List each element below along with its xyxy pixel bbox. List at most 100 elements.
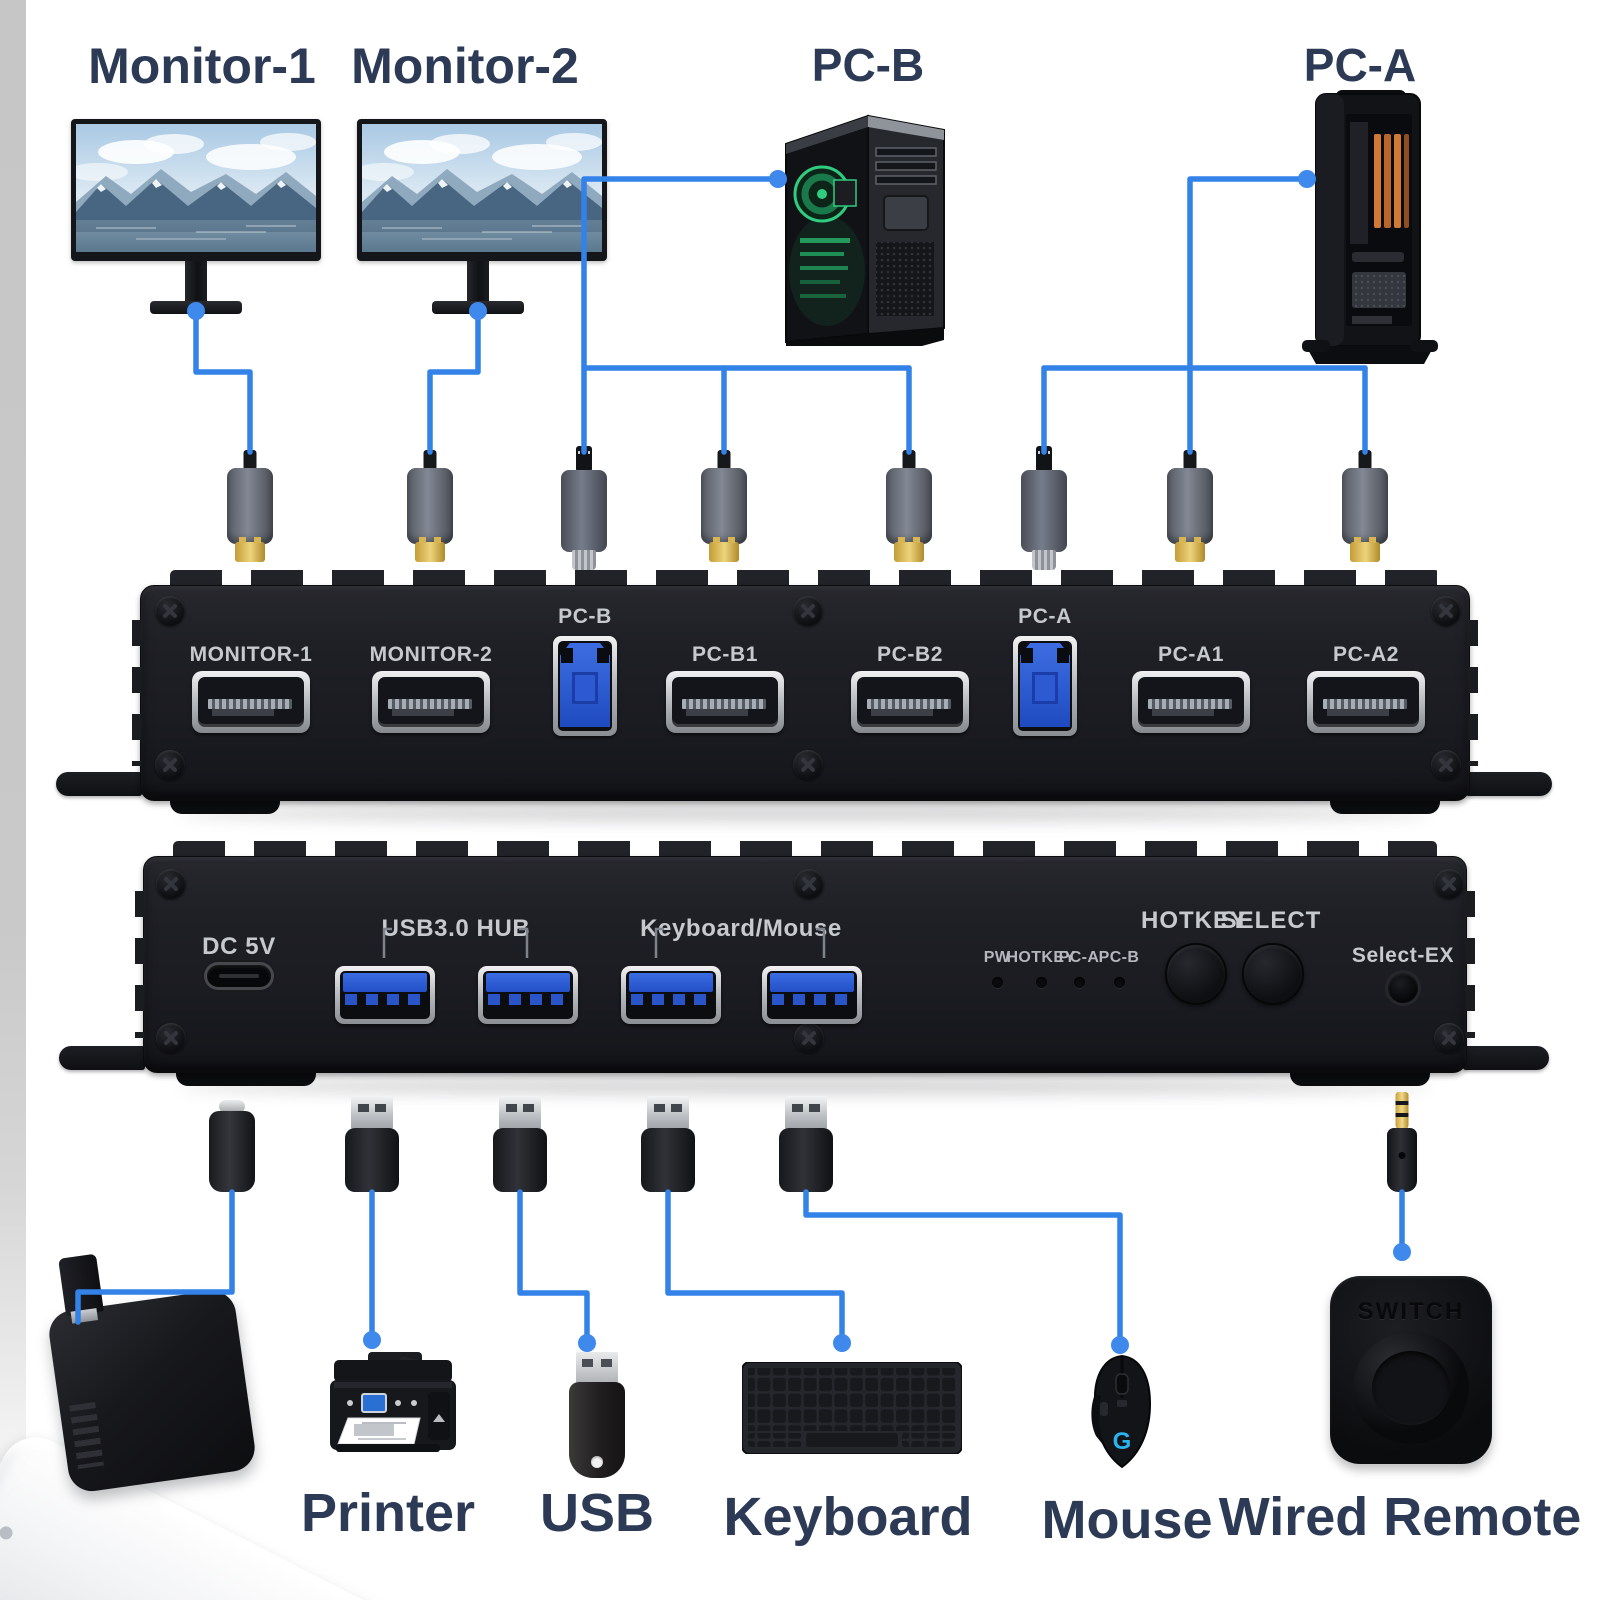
screw-icon: [155, 596, 185, 626]
screw-icon: [793, 596, 823, 626]
led-label-hotkey: HOTKEY: [1006, 949, 1076, 966]
usb-drive-body: [569, 1382, 625, 1478]
screw-icon: [794, 869, 824, 899]
screw-icon: [794, 1023, 824, 1053]
screw-icon: [1434, 1023, 1464, 1053]
usb-label: USB: [539, 1483, 655, 1543]
power-adapter-usb-plug: [58, 1253, 104, 1317]
port-label-pc-a1: PC-A1: [1157, 643, 1225, 666]
mounting-ear: [1466, 772, 1552, 796]
line-mouse: [803, 1189, 1123, 1343]
usb-b-port-pc-b: [553, 636, 617, 736]
connection-dot: [578, 1334, 596, 1352]
monitor-2-label: Monitor-2: [351, 38, 579, 94]
displayport-port-monitor-1: [192, 671, 310, 733]
connection-dot: [833, 1334, 851, 1352]
screw-icon: [156, 869, 186, 899]
usb-hub-group-label: USB3.0 HUB: [381, 915, 531, 942]
pc-b-tower-image: [785, 114, 945, 346]
led-label-pc-b: PC-B: [1098, 949, 1140, 966]
port-label-pc-a: PC-A: [1018, 605, 1072, 628]
line-pcb-to-kvm: [581, 176, 781, 455]
usb-b-port-pc-a: [1013, 636, 1077, 736]
heatsink-fins-top: [170, 570, 1440, 585]
heatsink-fins-left: [135, 891, 144, 1038]
wired-remote-image: SWITCH: [1330, 1276, 1492, 1464]
displayport-port-pc-b2: [851, 671, 969, 733]
led-label-pc-a: PC-A: [1058, 949, 1100, 966]
rubber-foot: [176, 1071, 316, 1086]
displayport-port-pc-a1: [1132, 671, 1250, 733]
power-led: [992, 977, 1003, 988]
rubber-foot: [170, 799, 280, 814]
heatsink-fins-top: [173, 841, 1437, 856]
connection-dot: [1111, 1336, 1129, 1354]
monitor-1-label: Monitor-1: [88, 38, 316, 94]
hotkey-button: [1165, 943, 1227, 1005]
gaming-mouse-image: G: [1091, 1354, 1152, 1469]
line-monitor2-to-kvm: [427, 308, 481, 455]
monitor-2-base: [432, 301, 524, 314]
connection-dot: [363, 1331, 381, 1349]
keyboard-mouse-group-label: Keyboard/Mouse: [640, 915, 842, 942]
displayport-port-pc-b1: [666, 671, 784, 733]
printer-label: Printer: [300, 1483, 476, 1543]
port-label-pc-b1: PC-B1: [691, 643, 759, 666]
mounting-ear: [59, 1046, 145, 1070]
printer-image: [330, 1352, 456, 1452]
screw-icon: [793, 750, 823, 780]
line-usb: [517, 1189, 590, 1341]
usb-a-port-hub-2: [478, 966, 578, 1024]
heatsink-fins-right: [1466, 891, 1475, 1038]
select-ex-label: Select-EX: [1351, 944, 1455, 967]
line-pca-to-kvm: [1187, 176, 1310, 455]
pc-a-tower-image: [1302, 90, 1438, 364]
mountain-lake-wallpaper: [362, 124, 602, 252]
screw-icon: [155, 750, 185, 780]
led-label-pw: PW: [983, 949, 1011, 966]
line-keyboard: [665, 1189, 845, 1341]
remote-switch-button: [1353, 1332, 1469, 1444]
usb-flash-drive-image: [566, 1352, 628, 1478]
rubber-foot: [1330, 799, 1440, 814]
pc-a-label: PC-A: [1303, 39, 1417, 91]
screw-icon: [1434, 869, 1464, 899]
hotkey-led: [1036, 977, 1047, 988]
keyboard-label: Keyboard: [723, 1487, 973, 1547]
monitor-1-base: [150, 301, 242, 314]
port-label-pc-b2: PC-B2: [876, 643, 944, 666]
wall-edge: [0, 0, 26, 1600]
monitor-2-image: [357, 119, 607, 261]
usb-a-port-hub-1: [335, 966, 435, 1024]
select-button: [1242, 943, 1304, 1005]
connection-dot: [1393, 1243, 1411, 1261]
usb-plug-tip: [576, 1352, 618, 1384]
displayport-port-pc-a2: [1307, 671, 1425, 733]
pc-a-led: [1074, 977, 1085, 988]
heatsink-fins-left: [132, 620, 141, 766]
screw-icon: [156, 1023, 186, 1053]
monitor-2-stand: [467, 261, 489, 303]
keyboard-image: [742, 1362, 962, 1454]
screw-icon: [1431, 596, 1461, 626]
kvm-rear-panel: MONITOR-1 MONITOR-2 PC-B PC-B1 PC-B2 PC-…: [132, 570, 1478, 816]
line-monitor1-to-kvm: [193, 308, 253, 455]
wired-remote-label: Wired Remote: [1218, 1487, 1582, 1547]
port-label-pc-b: PC-B: [558, 605, 612, 628]
usb-a-port-mouse: [762, 966, 862, 1024]
mounting-ear: [1463, 1046, 1549, 1070]
displayport-port-monitor-2: [372, 671, 490, 733]
heatsink-fins-right: [1469, 620, 1478, 766]
select-ex-jack-port: [1388, 973, 1418, 1003]
pc-b-led: [1114, 977, 1125, 988]
select-button-label: SELECT: [1220, 907, 1322, 934]
mountain-lake-wallpaper: [76, 124, 316, 252]
mouse-label: Mouse: [1041, 1490, 1213, 1550]
rubber-foot: [1290, 1071, 1430, 1086]
mounting-ear: [56, 772, 142, 796]
screw-icon: [1431, 750, 1461, 780]
logitech-g-logo: G: [1113, 1428, 1132, 1455]
port-label-monitor-2: MONITOR-2: [369, 643, 493, 666]
kvm-front-panel: DC 5V USB3.0 HUB Keyboard/Mouse PW HOTKE…: [135, 841, 1475, 1087]
